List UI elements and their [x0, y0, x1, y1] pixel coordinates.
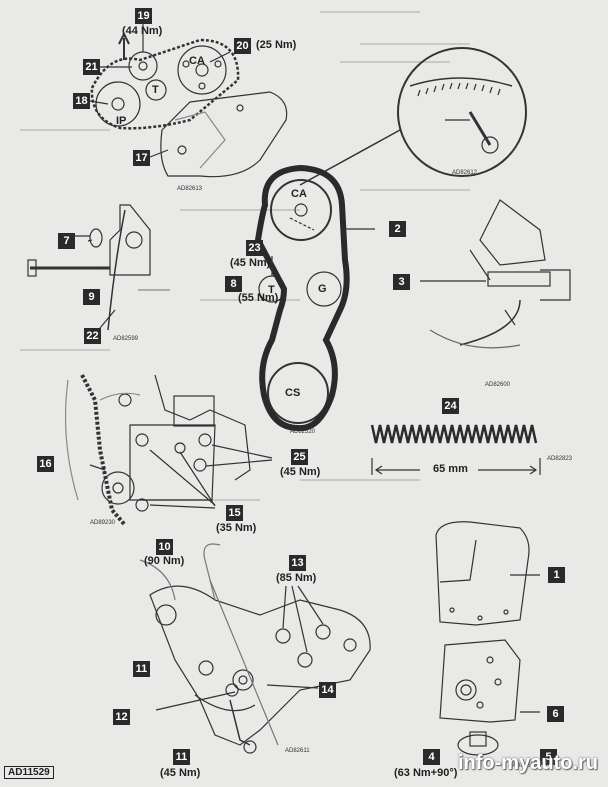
panel-code: AD82598 — [512, 763, 538, 769]
callout-2: 2 — [389, 221, 406, 237]
pulley-label-ca: CA — [189, 55, 205, 67]
callout-10: 10 — [156, 539, 173, 555]
callout-3: 3 — [393, 274, 410, 290]
panel-code: AD89230 — [90, 520, 116, 526]
torque-23: (45 Nm) — [230, 257, 271, 269]
callout-16: 16 — [37, 456, 54, 472]
pulley-label-t: T — [152, 84, 159, 96]
callout-21: 21 — [83, 59, 100, 75]
panel-code: AD82611 — [285, 748, 310, 754]
pulley-label-ip: IP — [116, 115, 127, 127]
torque-13: (85 Nm) — [276, 572, 317, 584]
callout-1: 1 — [548, 567, 565, 583]
panel-code: AD82600 — [485, 382, 511, 388]
panel-code: AD82613 — [177, 186, 203, 192]
panel-tensioner-bolts — [64, 374, 273, 527]
panel-drive-topleft — [90, 31, 288, 178]
callout-9: 9 — [83, 289, 100, 305]
torque-8: (55 Nm) — [238, 292, 279, 304]
torque-4: (63 Nm+90°) — [394, 767, 458, 779]
torque-19: (44 Nm) — [122, 25, 163, 37]
pulley-label-t-main: T — [268, 284, 275, 296]
panel-tool-insert — [420, 199, 571, 349]
torque-11: (45 Nm) — [160, 767, 201, 779]
callout-20: 20 — [234, 38, 251, 54]
callout-15: 15 — [226, 505, 243, 521]
callout-5: 5 — [540, 749, 557, 765]
panel-tension-tool — [27, 204, 170, 331]
figure-id: AD11529 — [4, 766, 54, 779]
callout-22: 22 — [84, 328, 101, 344]
panel-code: AD82520 — [290, 429, 316, 435]
torque-20: (25 Nm) — [256, 39, 297, 51]
callout-7: 7 — [58, 233, 75, 249]
callout-19: 19 — [135, 8, 152, 24]
callout-18: 18 — [73, 93, 90, 109]
panel-belt-routing — [254, 164, 375, 432]
panel-magnified-detail — [299, 47, 527, 186]
leader-lines — [87, 24, 231, 329]
pulley-label-cs: CS — [285, 387, 301, 399]
watermark: info-myauto.ru — [458, 752, 598, 774]
callout-6: 6 — [547, 706, 564, 722]
callout-12: 12 — [113, 709, 130, 725]
callout-4: 4 — [423, 749, 440, 765]
pulley-label-g: G — [318, 283, 327, 295]
torque-10: (90 Nm) — [144, 555, 185, 567]
callout-17: 17 — [133, 150, 150, 166]
callout-8: 8 — [225, 276, 242, 292]
callout-14: 14 — [319, 682, 336, 698]
panel-code: AD82612 — [452, 170, 478, 176]
panel-timing-covers — [435, 521, 540, 756]
callout-13: 13 — [289, 555, 306, 571]
callout-24: 24 — [442, 398, 459, 414]
torque-15: (35 Nm) — [216, 522, 257, 534]
panel-code: AD82823 — [547, 456, 573, 462]
torque-25: (45 Nm) — [280, 466, 321, 478]
panel-spring — [370, 424, 541, 475]
callout-23: 23 — [246, 240, 263, 256]
pulley-label-ca-main: CA — [291, 188, 307, 200]
panel-code: AD82599 — [113, 336, 139, 342]
spring-length-dimension: 65 mm — [433, 463, 468, 475]
callout-11: 11 — [133, 661, 150, 677]
callout-25: 25 — [291, 449, 308, 465]
panel-engine-mount — [139, 543, 371, 754]
callout-11: 11 — [173, 749, 190, 765]
